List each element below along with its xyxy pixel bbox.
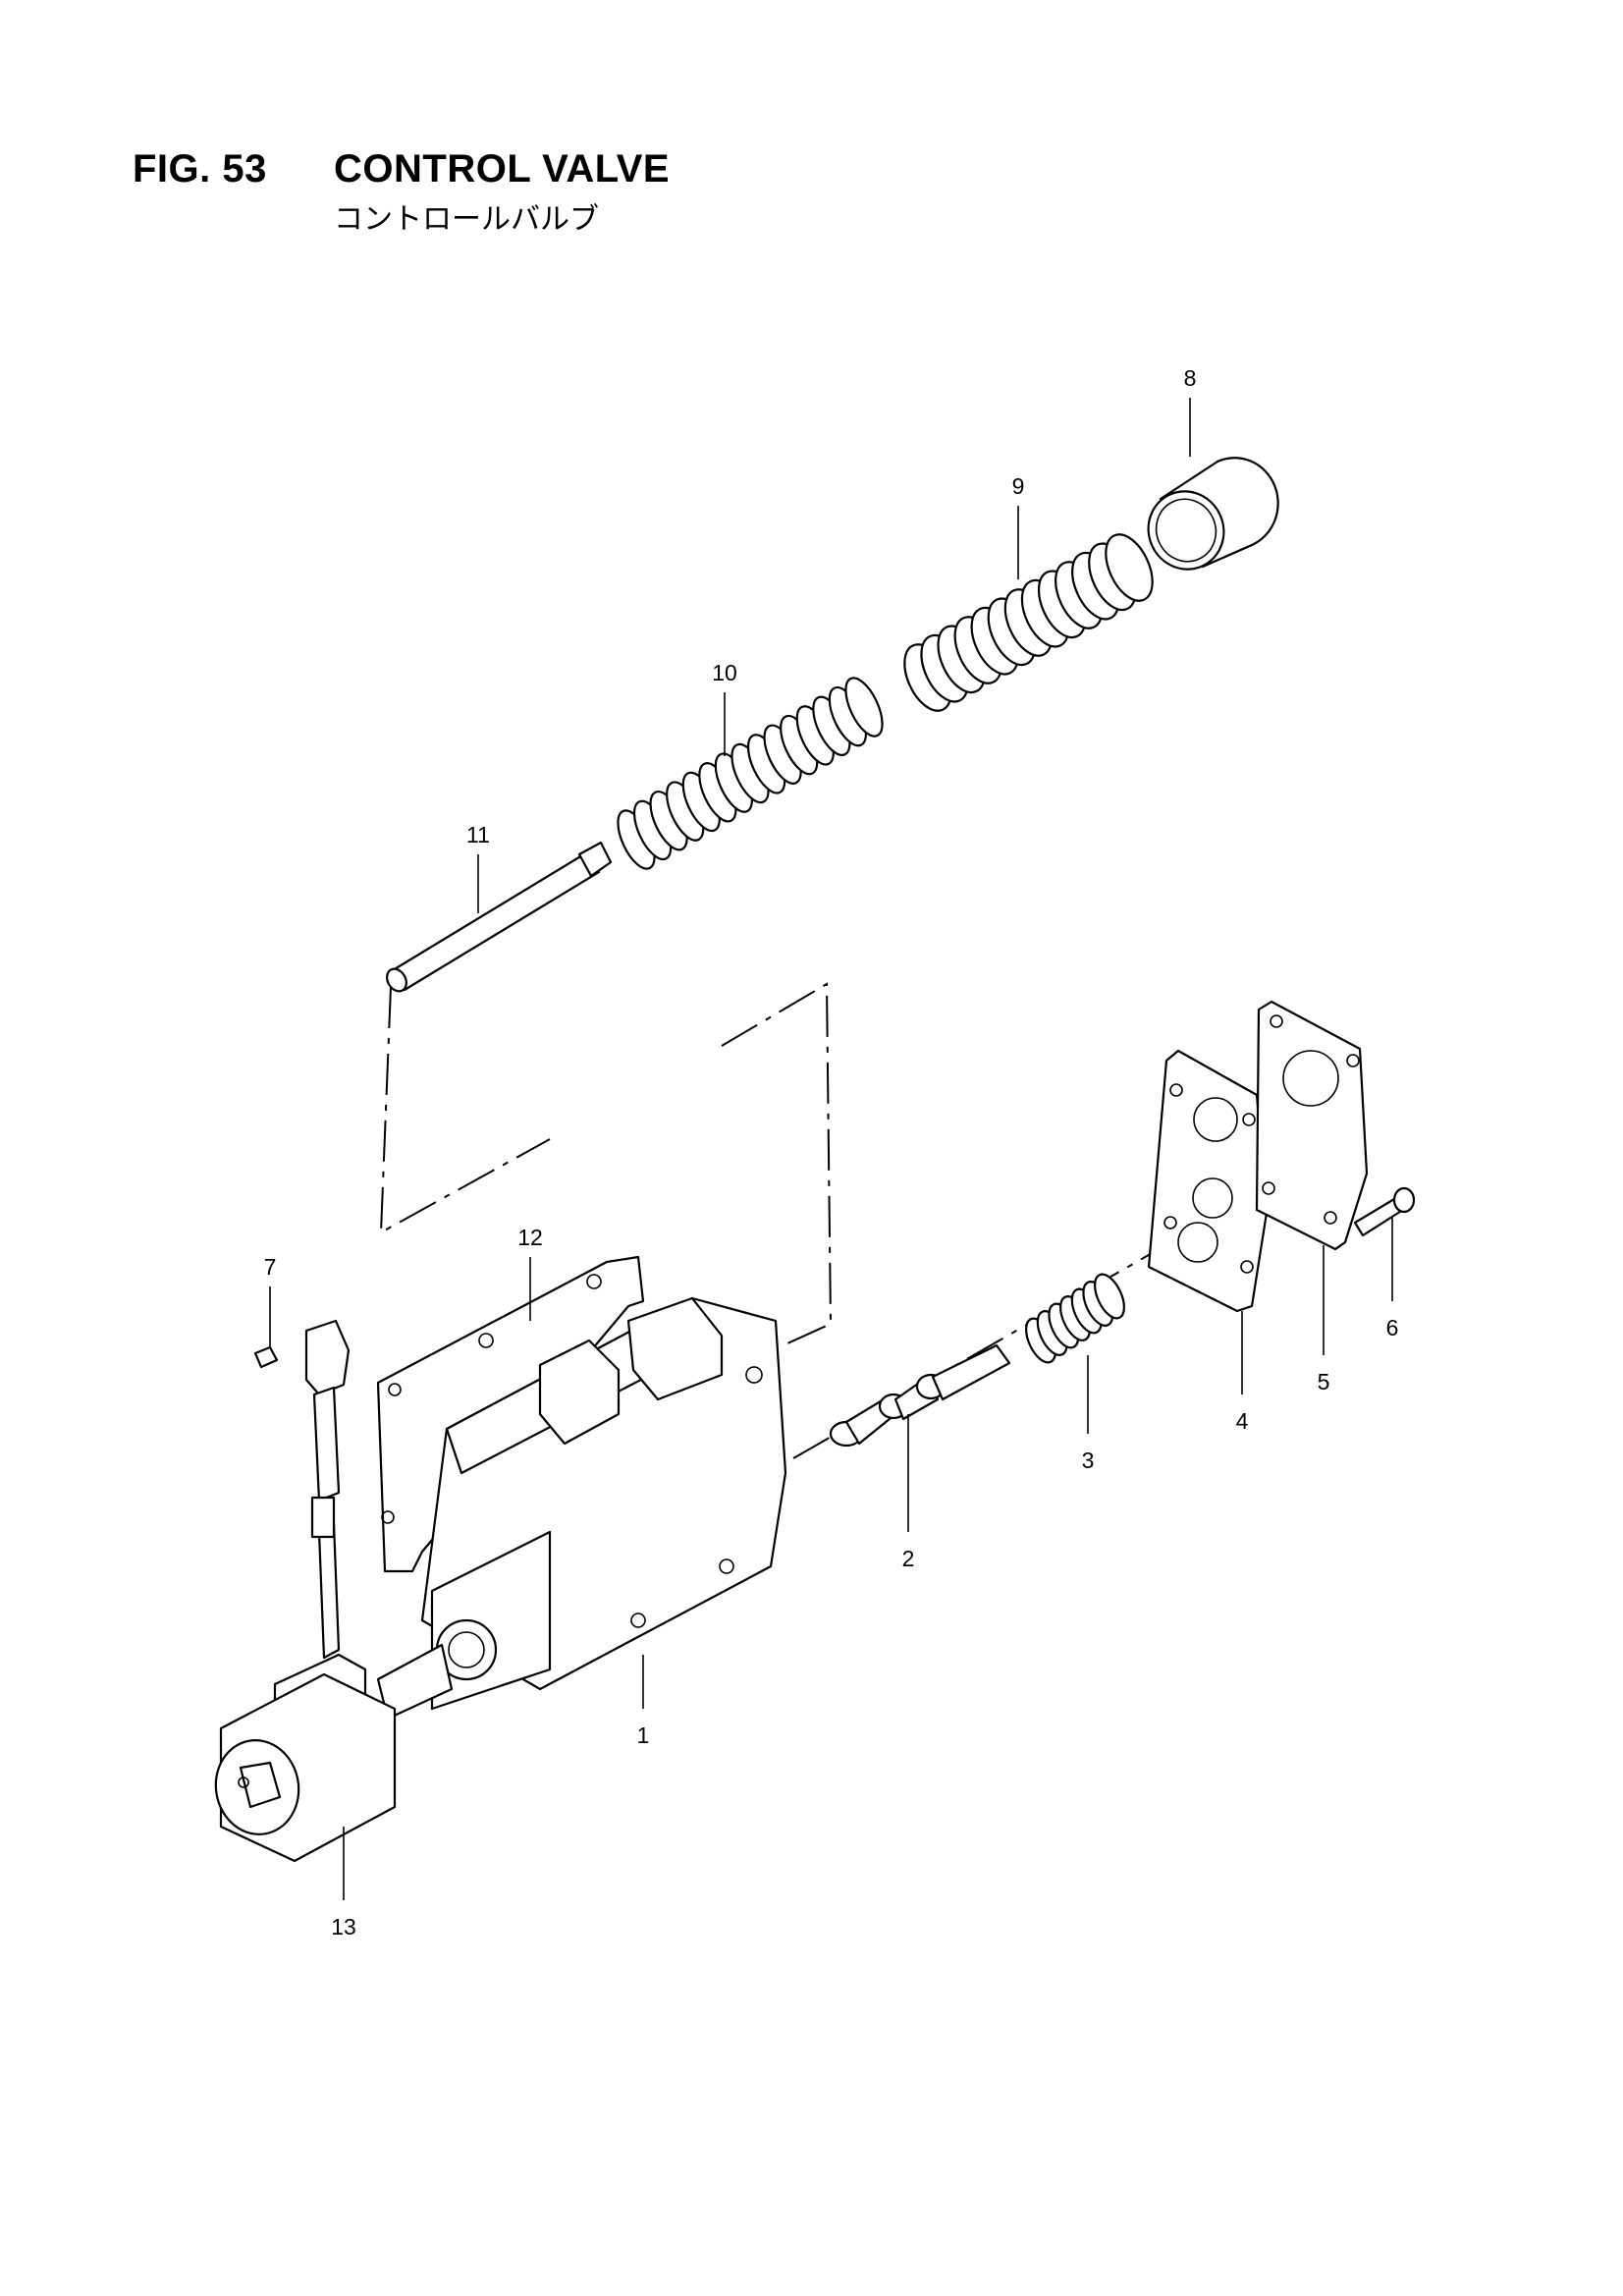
figure-title: CONTROL VALVE bbox=[334, 147, 671, 191]
callout-10: 10 bbox=[712, 660, 737, 685]
part-4-gasket-plate bbox=[1147, 1049, 1269, 1313]
part-8-bushing bbox=[1147, 457, 1279, 571]
part-13-solenoid bbox=[214, 1522, 397, 1863]
part-10-inner-spring bbox=[617, 677, 884, 870]
callout-3: 3 bbox=[1082, 1448, 1095, 1473]
callout-7: 7 bbox=[264, 1254, 277, 1280]
spring-coil bbox=[1105, 533, 1154, 602]
part-5-cover-plate bbox=[1255, 1000, 1369, 1251]
callout-5: 5 bbox=[1318, 1369, 1330, 1394]
spring-coil bbox=[1094, 1273, 1125, 1320]
figure-subtitle-japanese: コントロールバルブ bbox=[334, 202, 599, 237]
spring-coil bbox=[844, 677, 884, 738]
callout-6: 6 bbox=[1386, 1315, 1399, 1340]
part-7-clip bbox=[253, 1345, 279, 1369]
connector-and-wire bbox=[304, 1319, 351, 1539]
callout-2: 2 bbox=[902, 1546, 915, 1571]
callout-13: 13 bbox=[331, 1914, 356, 1940]
part-3-small-spring bbox=[1025, 1273, 1125, 1364]
callout-12: 12 bbox=[517, 1225, 543, 1250]
part-6-bolt bbox=[1353, 1186, 1416, 1237]
part-11-rod bbox=[386, 841, 613, 993]
figure-number: FIG. 53 bbox=[133, 147, 267, 191]
part-1-valve-body bbox=[376, 1296, 787, 1721]
callout-1: 1 bbox=[637, 1722, 650, 1748]
callout-numbers: 8 9 10 11 12 7 1 2 3 4 5 6 13 bbox=[264, 365, 1399, 1940]
part-9-outer-spring bbox=[903, 533, 1154, 712]
callout-11: 11 bbox=[466, 822, 490, 847]
callout-4: 4 bbox=[1236, 1408, 1249, 1434]
callout-9: 9 bbox=[1012, 473, 1025, 499]
leader-lines bbox=[269, 398, 1393, 1900]
part-2-spool bbox=[829, 1343, 1011, 1448]
callout-8: 8 bbox=[1184, 365, 1197, 391]
